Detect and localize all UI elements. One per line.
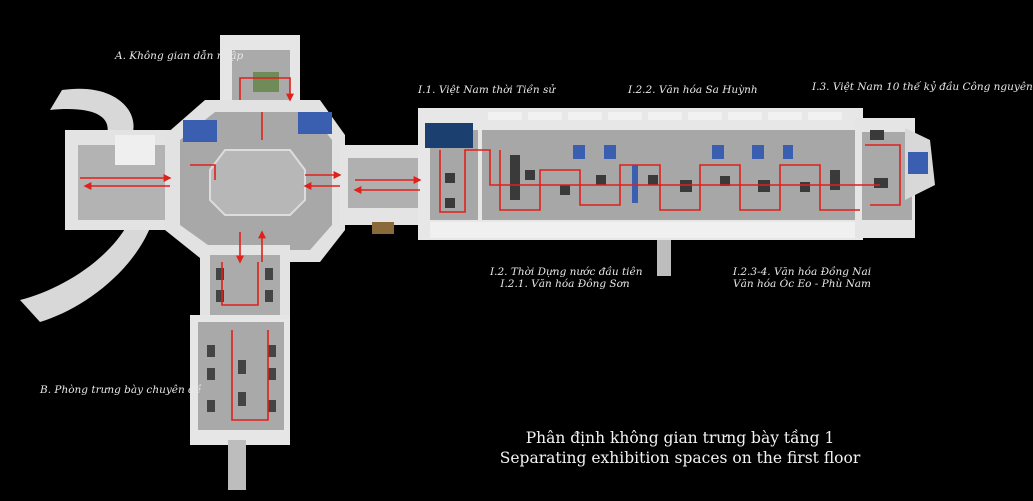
visitor-route — [80, 77, 901, 421]
caption-vi: Phân định không gian trưng bày tầng 1 — [525, 429, 835, 447]
label-dongson: I.2. Thời Dựng nước đầu tiên I.2.1. Văn … — [490, 266, 643, 290]
label-dongson-line1: I.2. Thời Dựng nước đầu tiên — [490, 266, 643, 278]
octagon-hall — [165, 100, 345, 262]
special-wing — [190, 245, 290, 490]
main-gallery — [418, 108, 935, 276]
connector-corridor — [340, 145, 425, 234]
caption: Phân định không gian trưng bày tầng 1 Se… — [440, 428, 920, 468]
label-special: B. Phòng trưng bày chuyên đề — [40, 384, 202, 396]
label-intro: A. Không gian dẫn nhập — [115, 50, 244, 62]
label-sahuynh: I.2.2. Văn hóa Sa Huỳnh — [628, 84, 758, 96]
caption-en: Separating exhibition spaces on the firs… — [499, 449, 861, 467]
label-dongnai: I.2.3-4. Văn hóa Đồng Nai Văn hóa Óc Eo … — [722, 266, 882, 290]
label-dongnai-line1: I.2.3-4. Văn hóa Đồng Nai — [732, 266, 872, 278]
label-prehistory: I.1. Việt Nam thời Tiền sử — [418, 84, 556, 96]
label-tenth-century: I.3. Việt Nam 10 thế kỷ đầu Công nguyên — [812, 81, 1033, 93]
label-dongson-line2: I.2.1. Văn hóa Đông Sơn — [500, 278, 630, 290]
intro-room — [220, 35, 300, 105]
label-dongnai-line2: Văn hóa Óc Eo - Phù Nam — [733, 278, 871, 290]
